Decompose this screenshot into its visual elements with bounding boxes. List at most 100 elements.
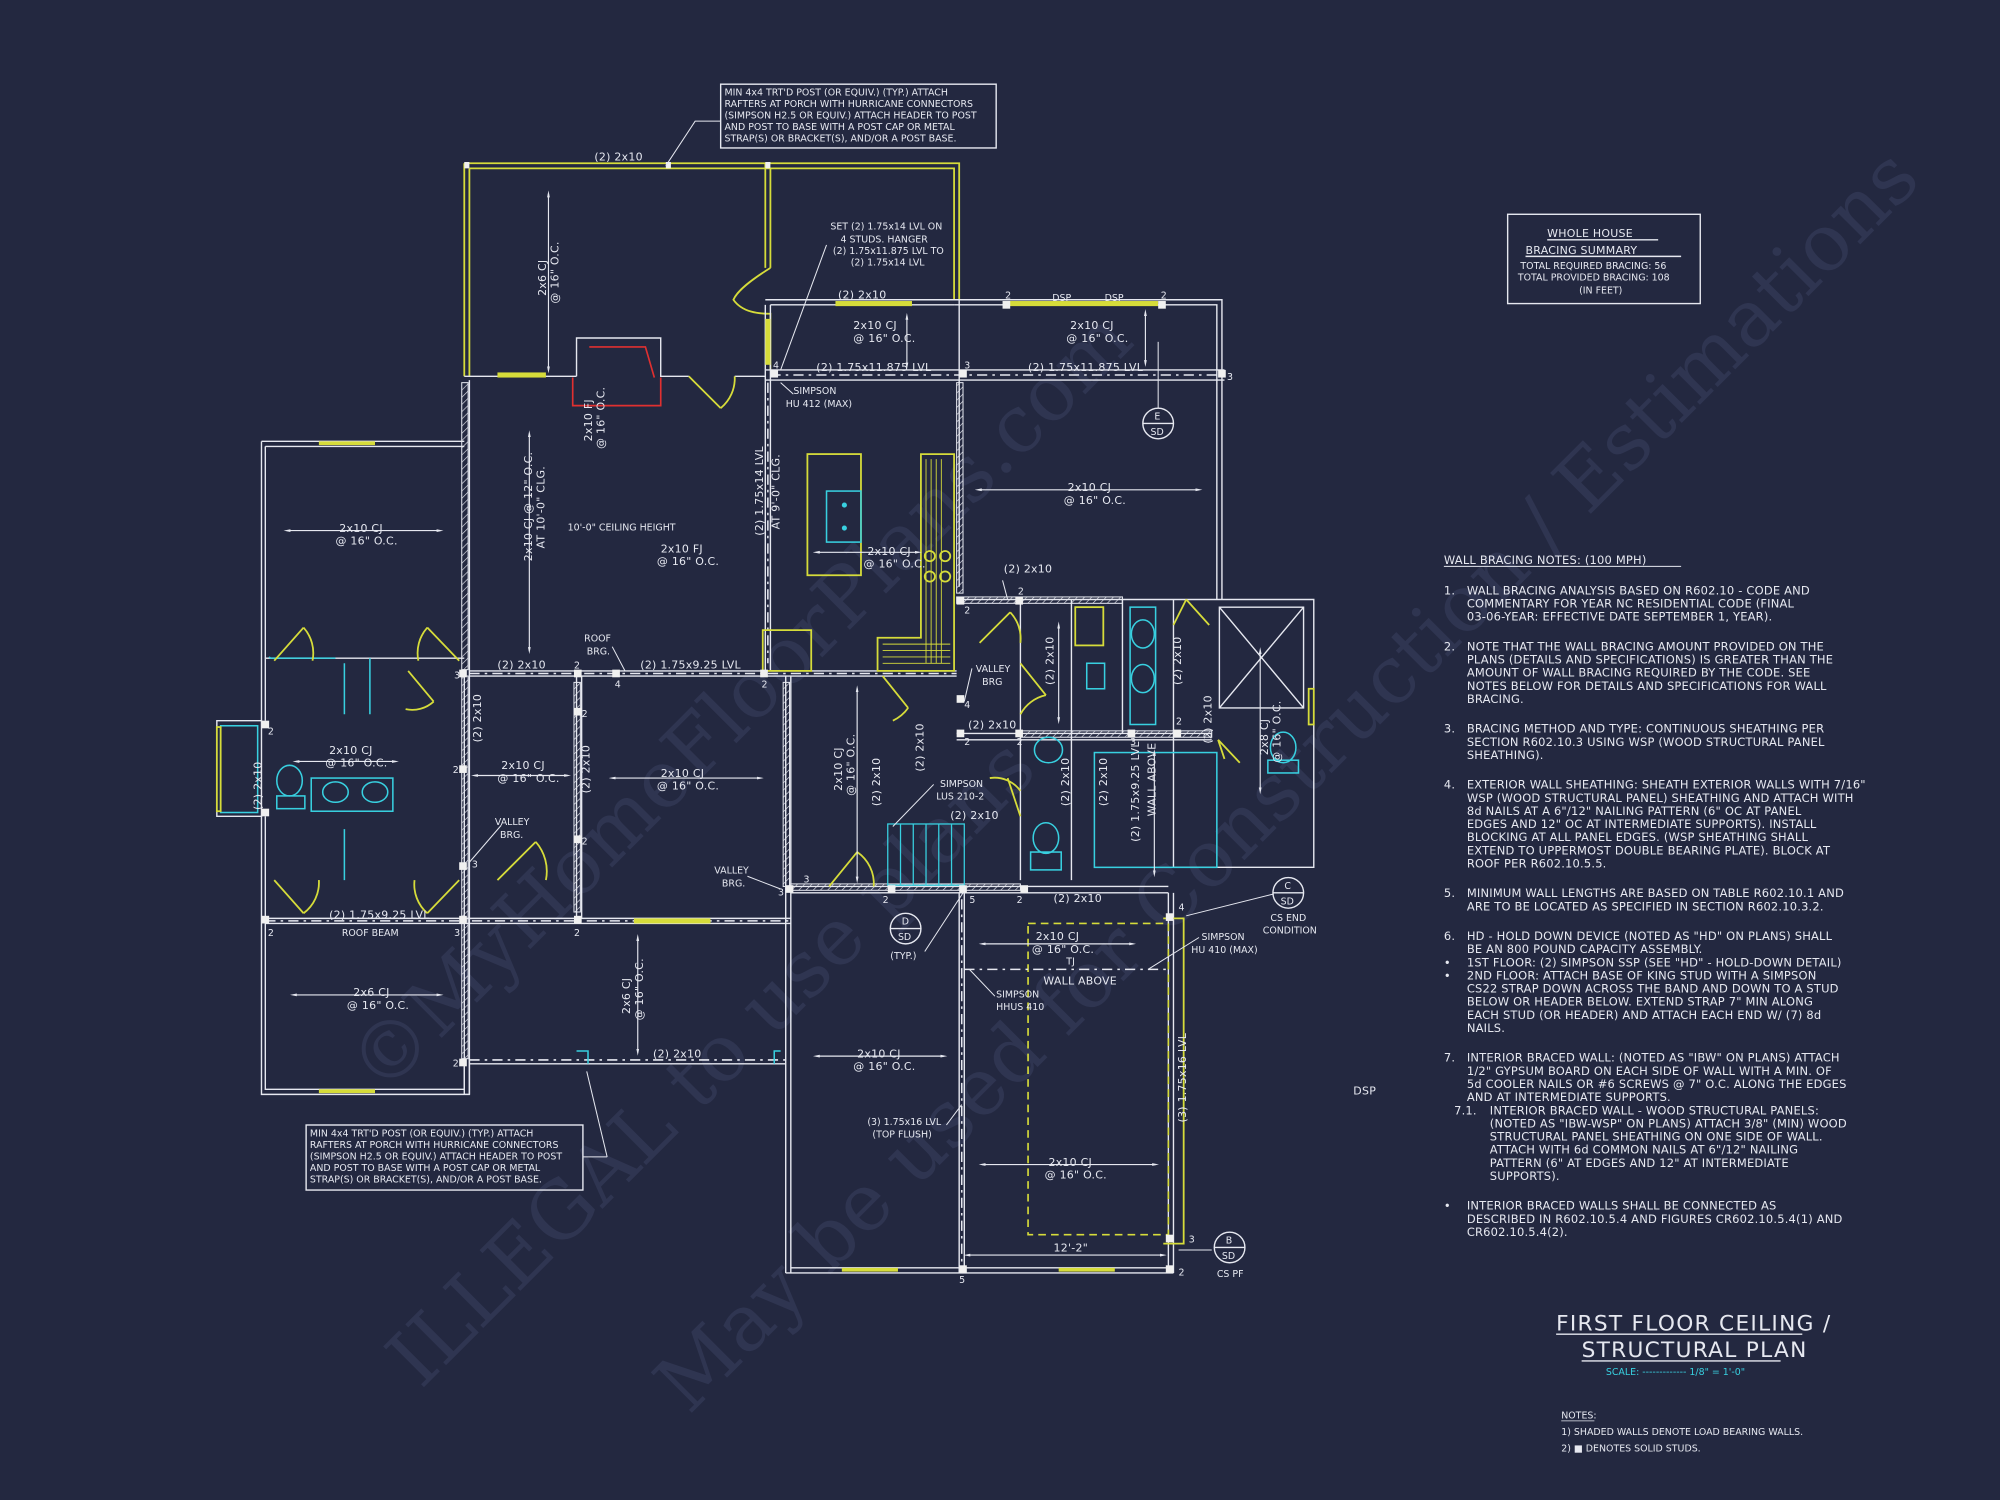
svg-text:(2) 1.75x9.25 LVL: (2) 1.75x9.25 LVL xyxy=(1129,741,1142,842)
svg-text:(2) 2x10: (2) 2x10 xyxy=(1171,637,1184,685)
svg-text:(2) 2x10: (2) 2x10 xyxy=(1004,563,1052,576)
note-line: EACH STUD (OR HEADER) AND ATTACH EACH EN… xyxy=(1467,1008,1822,1022)
dimension-12-2: 12'-2" xyxy=(1054,1241,1088,1254)
svg-text:10'-0" CEILING HEIGHT: 10'-0" CEILING HEIGHT xyxy=(568,523,676,534)
svg-text:VALLEY: VALLEY xyxy=(495,817,530,828)
bracing-summary-heading-2: BRACING SUMMARY xyxy=(1526,244,1638,257)
svg-text:VALLEY: VALLEY xyxy=(976,664,1011,675)
svg-text:WALL ABOVE: WALL ABOVE xyxy=(1146,743,1159,817)
note-line: AMOUNT OF WALL BRACING REQUIRED BY THE C… xyxy=(1467,666,1811,680)
svg-text:3: 3 xyxy=(454,928,460,939)
note-line: NOTES BELOW FOR DETAILS AND SPECIFICATIO… xyxy=(1467,679,1827,693)
svg-text:@ 16" O.C.: @ 16" O.C. xyxy=(549,241,562,303)
svg-text:BRG.: BRG. xyxy=(500,830,523,841)
sheet-notes-heading: NOTES: xyxy=(1561,1410,1596,1421)
svg-text:SIMPSON: SIMPSON xyxy=(793,386,836,397)
post-count-labels: 3 3 4 2 2 3 2 4 2 2 2 3 2 2 2 3 2 2 3 3 … xyxy=(268,290,1233,1286)
note-line: 03-06-YEAR: EFFECTIVE DATE SEPTEMBER 1, … xyxy=(1467,610,1773,624)
note-line: AND AT INTERMEDIATE SUPPORTS. xyxy=(1467,1090,1671,1104)
svg-text:SD: SD xyxy=(1222,1251,1235,1262)
joist-arrows xyxy=(283,190,1262,1166)
note-line: INTERIOR BRACED WALL - WOOD STRUCTURAL P… xyxy=(1490,1103,1819,1117)
note-line: ARE TO BE LOCATED AS SPECIFIED IN SECTIO… xyxy=(1467,899,1824,913)
sheet-note-1: 1) SHADED WALLS DENOTE LOAD BEARING WALL… xyxy=(1561,1427,1803,1438)
svg-text:AND POST TO BASE WITH A POST C: AND POST TO BASE WITH A POST CAP OR META… xyxy=(724,122,955,133)
svg-text:SD: SD xyxy=(1151,427,1164,438)
svg-text:2: 2 xyxy=(574,928,580,939)
svg-text:3: 3 xyxy=(804,875,810,886)
svg-text:SD: SD xyxy=(1281,896,1294,907)
doors xyxy=(273,375,1315,914)
svg-text:2: 2 xyxy=(1017,895,1023,906)
svg-text:@ 16" O.C.: @ 16" O.C. xyxy=(1045,1169,1107,1182)
svg-text:4: 4 xyxy=(615,679,621,690)
svg-text:E: E xyxy=(1154,412,1160,423)
floor-plan: E SD D SD (TYP.) C SD CS END CONDITION B… xyxy=(215,120,1376,1286)
note-number: • xyxy=(1444,955,1451,969)
svg-text:(2) 2x10: (2) 2x10 xyxy=(838,288,886,301)
kitchen-cabinets xyxy=(761,453,955,672)
svg-text:(2) 1.75x9.25 LVL: (2) 1.75x9.25 LVL xyxy=(640,658,741,671)
svg-text:2: 2 xyxy=(964,606,970,617)
note-line: STRUCTURAL PANEL SHEATHING ON ONE SIDE O… xyxy=(1490,1130,1823,1144)
note-line: NAILS. xyxy=(1467,1021,1505,1035)
svg-text:2x10 CJ: 2x10 CJ xyxy=(661,767,705,780)
windows xyxy=(497,301,1159,924)
note-line: EDGES AND 12" OC AT INTERMEDIATE SUPPORT… xyxy=(1467,817,1817,831)
svg-text:HHUS 410: HHUS 410 xyxy=(996,1002,1044,1013)
svg-text:@ 16" O.C.: @ 16" O.C. xyxy=(325,757,387,770)
section-marker-c[interactable]: C SD CS END CONDITION xyxy=(1263,876,1317,937)
bracing-required: TOTAL REQUIRED BRACING: 56 xyxy=(1519,261,1666,272)
svg-text:(3) 1.75x16 LVL: (3) 1.75x16 LVL xyxy=(1176,1032,1189,1122)
svg-text:(2) 2x10: (2) 2x10 xyxy=(913,723,926,771)
svg-text:@ 16" O.C.: @ 16" O.C. xyxy=(595,387,608,449)
svg-text:(2) 2x10: (2) 2x10 xyxy=(251,762,264,810)
note-number: 2. xyxy=(1444,639,1455,653)
svg-text:2: 2 xyxy=(582,836,588,847)
section-marker-b[interactable]: B SD CS PF xyxy=(1213,1231,1246,1280)
svg-text:BRG.: BRG. xyxy=(722,878,745,889)
svg-text:ROOF: ROOF xyxy=(584,634,611,645)
svg-text:(2) 2x10: (2) 2x10 xyxy=(870,758,883,806)
svg-text:2: 2 xyxy=(883,895,889,906)
section-marker-e[interactable]: E SD xyxy=(1142,407,1175,440)
note-line: BRACING METHOD AND TYPE: CONTINUOUS SHEA… xyxy=(1467,722,1824,736)
svg-text:4: 4 xyxy=(1179,903,1185,914)
note-line: SUPPORTS). xyxy=(1490,1169,1560,1183)
callout-porch-post-bottom: MIN 4x4 TRT'D POST (OR EQUIV.) (TYP.) AT… xyxy=(305,1124,608,1191)
svg-text:4 STUDS. HANGER: 4 STUDS. HANGER xyxy=(841,234,929,245)
svg-text:DSP: DSP xyxy=(1052,293,1071,304)
svg-text:VALLEY: VALLEY xyxy=(714,866,749,877)
note-line: 1/2" GYPSUM BOARD ON EACH SIDE OF WALL W… xyxy=(1467,1064,1832,1078)
svg-text:4: 4 xyxy=(773,361,779,372)
svg-text:MIN 4x4 TRT'D POST (OR EQUIV.): MIN 4x4 TRT'D POST (OR EQUIV.) (TYP.) AT… xyxy=(310,1128,533,1139)
svg-text:@ 16" O.C.: @ 16" O.C. xyxy=(497,772,559,785)
note-line: SHEATHING). xyxy=(1467,748,1544,762)
svg-text:STRAP(S) OR BRACKET(S), AND/OR: STRAP(S) OR BRACKET(S), AND/OR A POST BA… xyxy=(724,134,956,145)
svg-text:(TOP FLUSH): (TOP FLUSH) xyxy=(872,1130,931,1141)
svg-text:2x10 CJ: 2x10 CJ xyxy=(867,545,911,558)
svg-text:HU 412 (MAX): HU 412 (MAX) xyxy=(786,399,852,410)
svg-text:(2) 1.75x11.875 LVL: (2) 1.75x11.875 LVL xyxy=(816,361,932,374)
section-marker-d[interactable]: D SD (TYP.) xyxy=(889,912,922,962)
svg-text:CS END: CS END xyxy=(1270,913,1306,924)
svg-text:(TYP.): (TYP.) xyxy=(890,951,916,962)
notes-list: 1.WALL BRACING ANALYSIS BASED ON R602.10… xyxy=(1444,583,1866,1239)
note-number: 7.1. xyxy=(1454,1103,1477,1117)
svg-text:2x10 CJ: 2x10 CJ xyxy=(1036,930,1080,943)
svg-text:(2) 2x10: (2) 2x10 xyxy=(579,745,592,793)
svg-text:(2) 1.75x14 LVL: (2) 1.75x14 LVL xyxy=(851,257,926,268)
svg-text:DSP: DSP xyxy=(1105,293,1124,304)
svg-text:SIMPSON: SIMPSON xyxy=(1202,932,1245,943)
svg-text:@ 16" O.C.: @ 16" O.C. xyxy=(853,332,915,345)
note-line: SECTION R602.10.3 USING WSP (WOOD STRUCT… xyxy=(1467,735,1825,749)
bracing-units: (IN FEET) xyxy=(1579,285,1622,296)
svg-text:@ 16" O.C.: @ 16" O.C. xyxy=(1064,494,1126,507)
svg-text:2x10 CJ: 2x10 CJ xyxy=(329,744,373,757)
svg-text:2x10 CJ: 2x10 CJ xyxy=(339,522,383,535)
svg-text:(2) 2x10: (2) 2x10 xyxy=(1054,892,1102,905)
callout-porch-post-top: MIN 4x4 TRT'D POST (OR EQUIV.) (TYP.) AT… xyxy=(719,83,997,149)
sheet-note-2: 2) ■ DENOTES SOLID STUDS. xyxy=(1561,1444,1700,1455)
